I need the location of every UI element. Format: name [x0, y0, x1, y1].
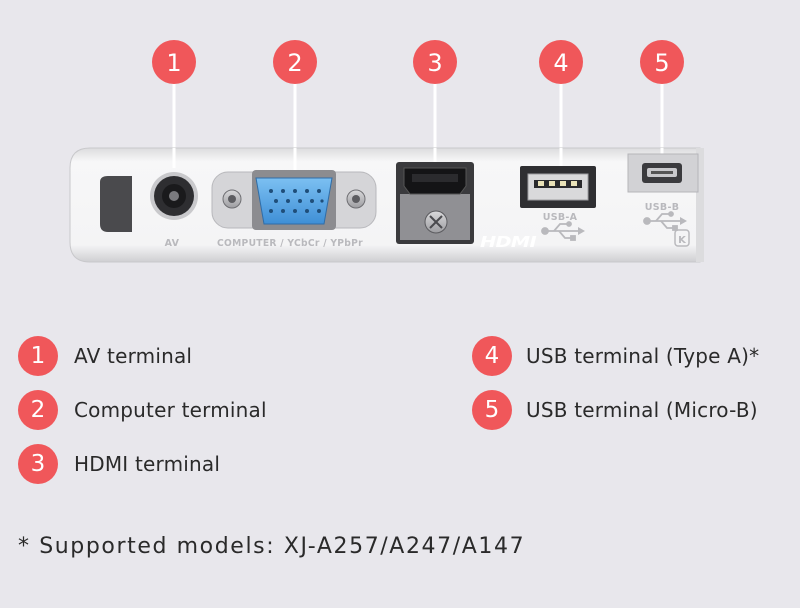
- callout-badge-5: 5: [640, 40, 684, 84]
- legend-number-badge: 2: [18, 390, 58, 430]
- legend-label: USB terminal (Type A)*: [526, 344, 760, 368]
- usb-symbol-icon: [541, 221, 585, 241]
- legend-label: AV terminal: [74, 344, 193, 368]
- svg-text:4: 4: [553, 49, 568, 77]
- computer-port-label: COMPUTER / YCbCr / YPbPr: [217, 238, 363, 249]
- legend-item-av: 1 AV terminal: [18, 336, 192, 376]
- usb-symbol-icon: [643, 211, 687, 231]
- hdmi-logo: HDMI: [480, 233, 537, 251]
- legend-item-usb-type-a: 4 USB terminal (Type A)*: [472, 336, 759, 376]
- hdmi-connector: [396, 162, 474, 244]
- legend-label: HDMI terminal: [74, 452, 221, 476]
- legend-number-badge: 4: [472, 336, 512, 376]
- svg-text:K: K: [678, 235, 687, 246]
- vga-connector: [211, 170, 377, 230]
- av-jack: [150, 172, 198, 220]
- legend-item-hdmi: 3 HDMI terminal: [18, 444, 220, 484]
- svg-text:1: 1: [166, 49, 181, 77]
- legend-label: Computer terminal: [74, 398, 267, 422]
- legend-number-badge: 5: [472, 390, 512, 430]
- callout-badge-2: 2: [273, 40, 317, 84]
- svg-text:3: 3: [427, 49, 442, 77]
- callout-badge-4: 4: [539, 40, 583, 84]
- callout-badge-3: 3: [413, 40, 457, 84]
- usb-b-port-label: USB-B: [645, 202, 679, 213]
- legend-number-badge: 3: [18, 444, 58, 484]
- kensington-lock-icon: K: [674, 229, 690, 247]
- projector-panel-illustration: AV COMPUTER / YCbCr / YPbPr: [69, 40, 704, 263]
- svg-text:5: 5: [654, 49, 669, 77]
- legend-item-usb-micro-b: 5 USB terminal (Micro-B): [472, 390, 758, 430]
- usb-micro-b-port: [627, 153, 699, 193]
- av-port-label: AV: [165, 238, 180, 249]
- legend-item-computer: 2 Computer terminal: [18, 390, 267, 430]
- legend-number-badge: 1: [18, 336, 58, 376]
- supported-models-footnote: * Supported models: XJ-A257/A247/A147: [18, 534, 526, 559]
- usb-a-port-label: USB-A: [543, 212, 578, 223]
- svg-text:2: 2: [287, 49, 302, 77]
- legend-label: USB terminal (Micro-B): [526, 398, 758, 422]
- panel-right-edge: [696, 148, 704, 262]
- rubber-foot: [100, 176, 132, 232]
- callout-badge-1: 1: [152, 40, 196, 84]
- usb-a-port: [520, 166, 596, 208]
